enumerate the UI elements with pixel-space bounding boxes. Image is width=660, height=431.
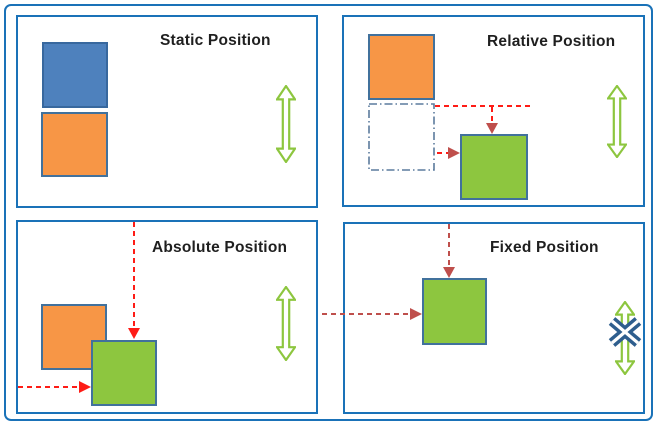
- panel-title-absolute: Absolute Position: [152, 239, 288, 256]
- scroll-arrow-icon: [607, 85, 627, 158]
- top-offset-arrowhead-icon: [443, 267, 455, 278]
- left-offset-line: [18, 386, 79, 388]
- offset-down-line: [491, 107, 493, 124]
- panel-title-fixed: Fixed Position: [490, 239, 599, 256]
- offset-guide-line: [435, 105, 531, 107]
- offset-right-line: [437, 152, 453, 154]
- green-box: [460, 134, 528, 200]
- orange-box: [368, 34, 435, 100]
- left-offset-line: [322, 313, 408, 315]
- green-box: [422, 278, 487, 345]
- panel-title-relative: Relative Position: [487, 33, 616, 50]
- orange-box: [41, 304, 107, 370]
- green-box: [91, 340, 157, 406]
- left-offset-arrowhead-icon: [410, 308, 422, 320]
- panel-absolute: Absolute Position: [16, 220, 318, 414]
- left-offset-arrowhead-icon: [79, 381, 91, 393]
- scroll-arrow-icon: [276, 85, 296, 163]
- panel-title-static: Static Position: [160, 32, 271, 49]
- panel-fixed: Fixed Position: [322, 222, 645, 414]
- offset-right-arrowhead-icon: [448, 147, 460, 159]
- no-scroll-cross-icon: [608, 317, 642, 347]
- offset-down-arrowhead-icon: [486, 123, 498, 134]
- panel-static: Static Position: [16, 15, 318, 208]
- top-offset-line: [448, 224, 450, 267]
- ghost-original-position-outline: [368, 103, 435, 171]
- panel-relative: Relative Position: [342, 15, 645, 207]
- blue-box: [42, 42, 108, 108]
- top-offset-arrowhead-icon: [128, 328, 140, 339]
- orange-box: [41, 112, 108, 177]
- scroll-arrow-icon: [276, 286, 296, 361]
- top-offset-line: [133, 222, 135, 328]
